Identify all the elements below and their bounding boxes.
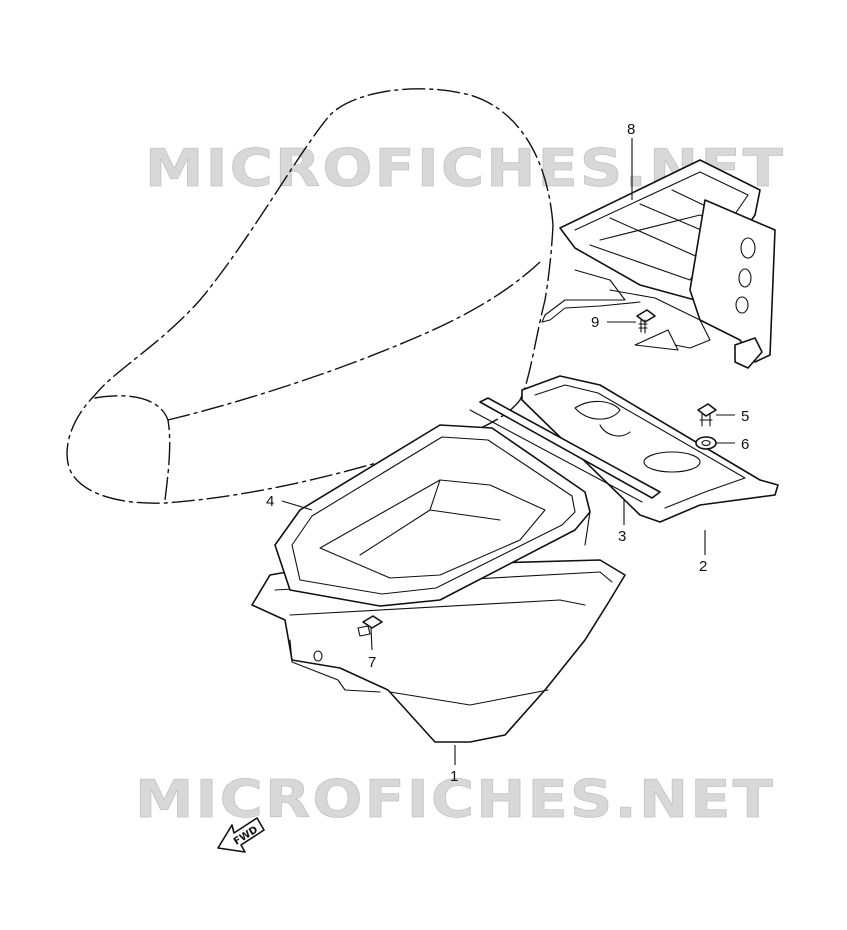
callout-4: 4 [266,493,274,510]
callout-9: 9 [591,314,599,331]
callout-6: 6 [741,436,749,453]
callout-7: 7 [368,654,376,671]
rear-carrier [541,159,776,369]
seat-strip [469,397,661,503]
callout-1: 1 [450,768,458,785]
watermark-bottom: MICROFICHES.NET [135,770,775,830]
bracket-triangle [634,329,679,351]
washer-6-icon [695,436,717,450]
callout-5: 5 [741,408,749,425]
bolt-9-icon [636,309,656,334]
callout-3: 3 [618,528,626,545]
seat-hinge-bracket [521,375,779,523]
seat-outline [66,88,554,504]
callout-leaders [281,138,735,765]
callout-2: 2 [699,558,707,575]
watermark-top: MICROFICHES.NET [145,139,785,199]
bolt-5-icon [697,403,717,427]
box-seal [274,424,591,607]
bolt-7-icon [357,615,383,637]
callout-8: 8 [627,121,635,138]
